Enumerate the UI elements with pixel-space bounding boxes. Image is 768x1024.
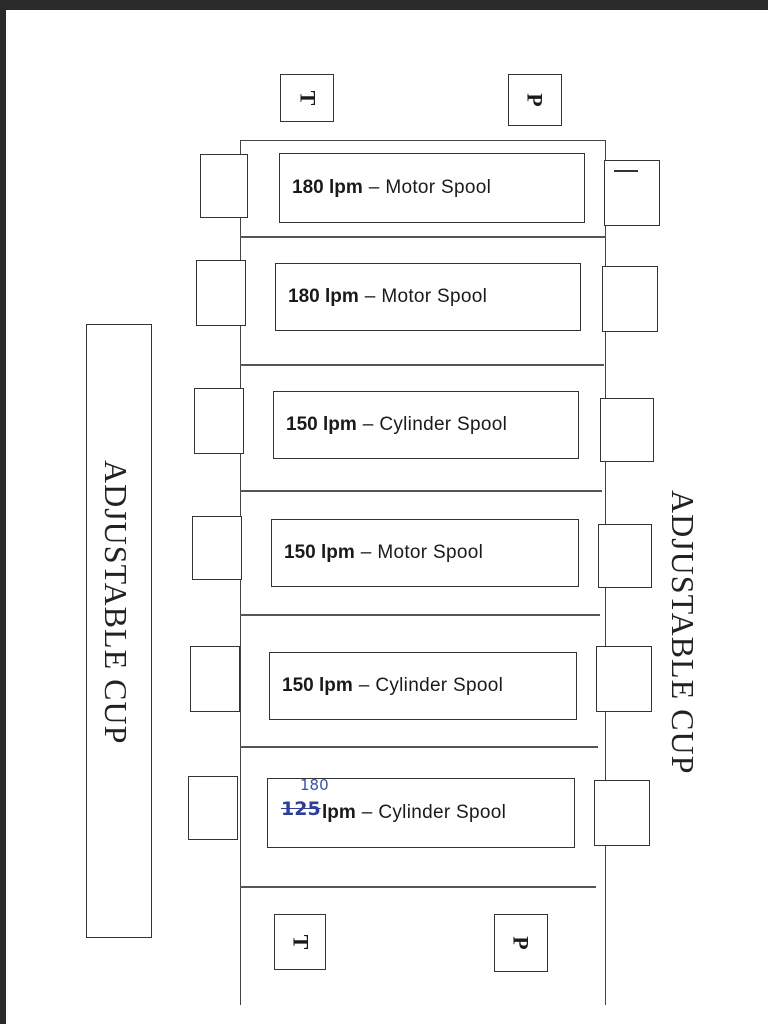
spool-separator: – <box>360 542 372 563</box>
section-tab-right <box>600 398 654 462</box>
section-tab-left <box>200 154 248 218</box>
port-p-top: P <box>508 74 562 126</box>
section-divider <box>240 364 604 366</box>
section-tab-right <box>594 780 650 846</box>
section-tab-left <box>196 260 246 326</box>
port-p-top-label: P <box>522 93 548 107</box>
section-divider <box>240 490 602 492</box>
section-tab-right <box>598 524 652 588</box>
section-divider <box>240 746 598 748</box>
section-divider <box>240 614 600 616</box>
spool-flow-6: lpm <box>322 802 356 823</box>
struck-value-text: 125 <box>281 798 321 820</box>
struck-out-flow-value: 125 <box>281 798 321 820</box>
port-t-top: T <box>280 74 334 122</box>
scan-edge-left <box>0 0 6 1024</box>
port-p-bottom: P <box>494 914 548 972</box>
spool-label-6: lpm – Cylinder Spool <box>267 778 575 848</box>
handwritten-correction: 180 <box>300 776 329 794</box>
spool-separator: – <box>364 286 376 307</box>
spool-type-6: Cylinder Spool <box>378 802 507 823</box>
adjustable-cup-label-left: ADJUSTABLE CUP <box>98 460 134 745</box>
spool-type-5: Cylinder Spool <box>375 675 504 696</box>
port-p-bottom-label: P <box>508 936 534 950</box>
section-tab-left <box>194 388 244 454</box>
section-tab-right <box>602 266 658 332</box>
section-divider <box>240 886 596 888</box>
spool-separator: – <box>361 802 373 823</box>
port-t-top-label: T <box>295 90 320 106</box>
spool-type-2: Motor Spool <box>381 286 488 307</box>
adjustable-cup-frame-left <box>86 324 152 938</box>
spool-separator: – <box>358 675 370 696</box>
spool-flow-2: 180 lpm <box>288 286 359 307</box>
adjustable-cup-label-right: ADJUSTABLE CUP <box>665 490 701 775</box>
spool-type-3: Cylinder Spool <box>379 414 508 435</box>
spool-flow-5: 150 lpm <box>282 675 353 696</box>
spool-label-1: 180 lpm – Motor Spool <box>279 153 585 223</box>
tick-mark <box>614 170 638 172</box>
spool-flow-3: 150 lpm <box>286 414 357 435</box>
section-tab-right <box>596 646 652 712</box>
spool-label-3: 150 lpm – Cylinder Spool <box>273 391 579 459</box>
spool-label-2: 180 lpm – Motor Spool <box>275 263 581 331</box>
scan-edge-top <box>0 0 768 10</box>
spool-separator: – <box>362 414 374 435</box>
section-tab-left <box>192 516 242 580</box>
spool-flow-1: 180 lpm <box>292 177 363 198</box>
spool-type-4: Motor Spool <box>377 542 484 563</box>
spool-separator: – <box>368 177 380 198</box>
section-divider <box>240 236 606 238</box>
spool-label-5: 150 lpm – Cylinder Spool <box>269 652 577 720</box>
spool-label-4: 150 lpm – Motor Spool <box>271 519 579 587</box>
spool-type-1: Motor Spool <box>385 177 492 198</box>
section-tab-left <box>188 776 238 840</box>
port-t-bottom-label: T <box>288 934 313 950</box>
spool-flow-4: 150 lpm <box>284 542 355 563</box>
port-t-bottom: T <box>274 914 326 970</box>
section-tab-left <box>190 646 240 712</box>
